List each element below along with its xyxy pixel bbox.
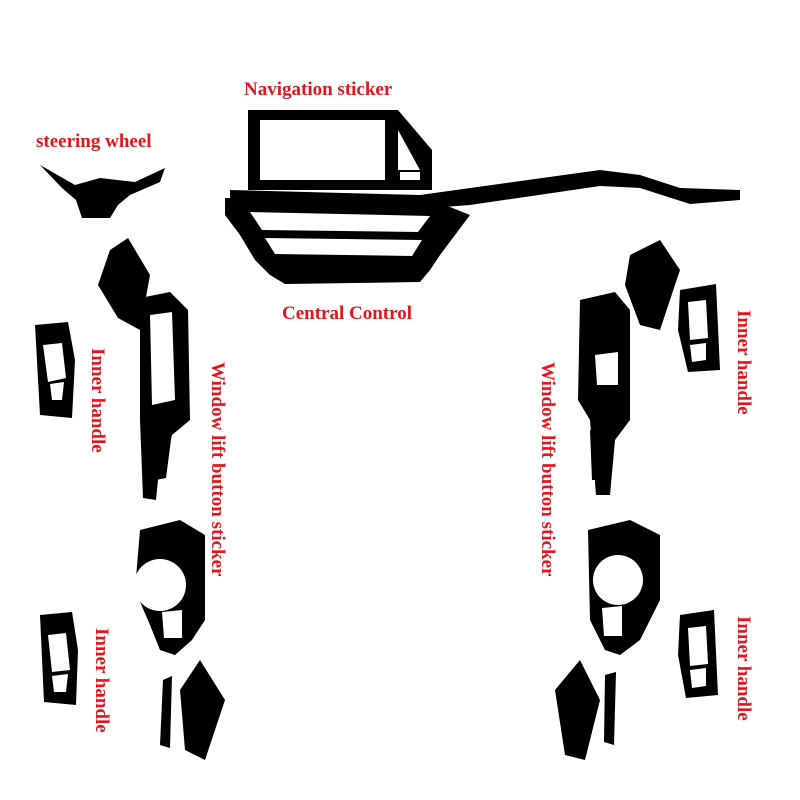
right-front-door-stickers — [578, 240, 720, 495]
inner-handle-right-bottom-label: Inner handle — [733, 616, 754, 721]
right-rear-door-stickers — [555, 520, 718, 760]
navigation-sticker — [248, 110, 432, 190]
central-control-sticker — [225, 198, 470, 284]
navigation-sticker-label: Navigation sticker — [244, 79, 393, 100]
window-lift-right-label: Window lift button sticker — [537, 362, 558, 577]
steering-wheel-label: steering wheel — [36, 131, 152, 152]
steering-wheel-sticker — [40, 165, 165, 218]
inner-handle-left-top-label: Inner handle — [87, 348, 108, 453]
inner-handle-left-bottom-label: Inner handle — [91, 628, 112, 733]
window-lift-left-label: Window lift button sticker — [207, 362, 228, 577]
dashboard-strip — [230, 170, 740, 210]
central-control-label: Central Control — [282, 303, 412, 324]
inner-handle-right-top-label: Inner handle — [733, 310, 754, 415]
left-front-door-stickers — [35, 238, 190, 500]
left-rear-door-stickers — [40, 520, 225, 760]
